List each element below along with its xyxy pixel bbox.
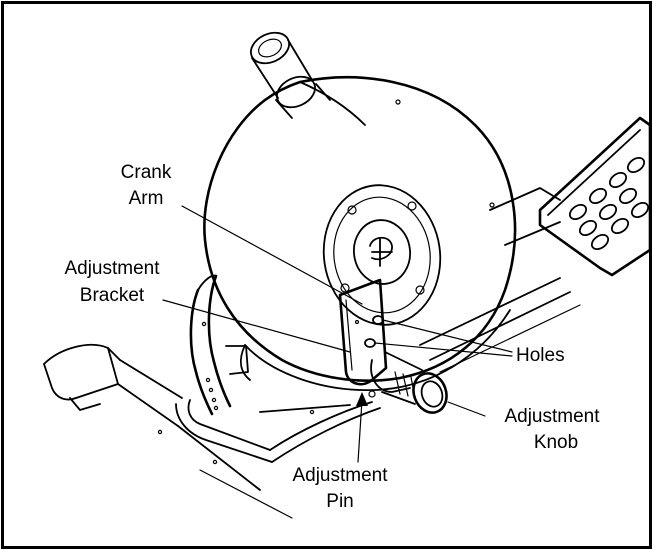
label-crank-arm-line1: Crank <box>121 162 172 183</box>
label-holes: Holes <box>516 345 565 366</box>
crank-disc <box>322 184 442 326</box>
base-frame <box>43 321 381 519</box>
foot-pedal <box>538 116 652 277</box>
label-knob-line2: Knob <box>534 432 578 453</box>
leader-lines <box>162 205 513 463</box>
leader-adjustment-knob <box>447 401 486 417</box>
pin-arrowhead <box>356 392 368 406</box>
leader-adjustment-pin <box>357 399 363 463</box>
adjustment-bracket <box>189 274 232 416</box>
label-pin-line1: Adjustment <box>292 465 388 486</box>
leader-holes-upper <box>382 319 513 353</box>
label-crank-arm-line2: Arm <box>129 188 164 209</box>
label-bracket-line2: Bracket <box>80 285 145 306</box>
leader-adjustment-bracket <box>162 299 351 353</box>
callout-labels: Crank Arm Adjustment Bracket Holes Adjus… <box>64 162 600 512</box>
flywheel-housing <box>203 76 517 391</box>
top-axle <box>250 31 331 119</box>
label-bracket-line1: Adjustment <box>64 258 160 279</box>
pedal-grip-pads <box>568 156 650 251</box>
label-pin-line2: Pin <box>326 491 353 512</box>
machine-illustration <box>43 31 652 519</box>
adjustment-knob-assembly <box>368 351 448 414</box>
label-knob-line1: Adjustment <box>504 406 600 427</box>
leader-holes-lower <box>374 342 513 357</box>
leader-crank-arm <box>181 205 363 305</box>
